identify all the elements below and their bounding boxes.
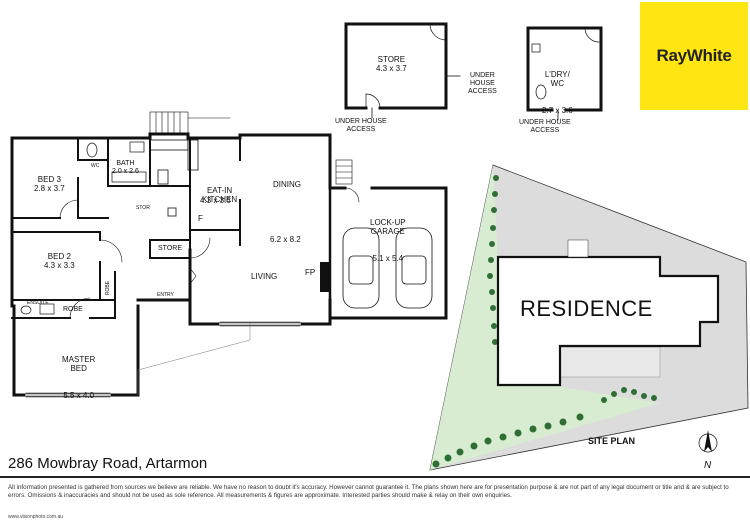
garage-size: 5.1 x 5.4 [372, 254, 404, 263]
living-size: 6.2 x 8.2 [270, 235, 301, 244]
under-house-access-3: UNDER HOUSE ACCESS [519, 119, 571, 134]
site-plan [429, 164, 749, 471]
laundry-name: L'DRY/ WC [544, 70, 570, 88]
under-house-access-2: UNDER HOUSE ACCESS [335, 118, 387, 133]
bath-size: 2.0 x 2.6 [112, 168, 139, 175]
photographer-credit: www.visionphoto.com.au [8, 514, 64, 520]
bed3-size: 2.8 x 3.7 [34, 184, 65, 193]
windows [25, 321, 301, 398]
laundry-label: L'DRY/ WC 2.7 x 3.6 [542, 52, 573, 124]
store-mid-label: STORE [158, 245, 182, 252]
store-top-size: 4.3 x 3.7 [376, 64, 407, 73]
fireplace-label: FP [305, 268, 316, 277]
fireplace [320, 262, 329, 292]
robe-label: ROBE [63, 306, 83, 313]
back-stairs [149, 111, 231, 135]
laundry-outbuilding [526, 26, 603, 121]
ensuite-label: ENSUITE [27, 300, 49, 306]
car-right [395, 227, 433, 309]
garage-label: LOCK-UP GARAGE 5.1 x 5.4 [370, 200, 406, 272]
kitchen-label: EAT-IN KITCHEN [202, 168, 237, 213]
kitchen-bench [149, 139, 199, 217]
bed2-name: BED 2 [47, 252, 71, 261]
master-bed-size: 5.5 x 4.0 [63, 391, 95, 400]
living-label: LIVING [251, 272, 278, 281]
house-walls [10, 132, 448, 397]
property-address: 286 Mowbray Road, Artarmon [8, 455, 208, 472]
logo-text: RayWhite [656, 46, 732, 65]
bed2-label: BED 2 4.3 x 3.3 [44, 252, 75, 270]
driveway [559, 346, 661, 378]
under-house-access-1: UNDER HOUSE ACCESS [468, 72, 497, 95]
garage-name: LOCK-UP GARAGE [370, 218, 406, 236]
bed2-size: 4.3 x 3.3 [44, 261, 75, 270]
fridge-label: F [198, 214, 203, 223]
store-top-name: STORE [377, 55, 406, 64]
dining-label: DINING [273, 180, 301, 189]
raywhite-logo: RayWhite [640, 2, 748, 110]
site-plan-title: SITE PLAN [588, 436, 636, 446]
residence-label: RESIDENCE [520, 296, 653, 321]
side-stairs [335, 159, 353, 185]
hedge-trees [432, 175, 657, 468]
wc-label: WC [91, 163, 100, 169]
residence-stairs [567, 239, 589, 258]
car-left [342, 227, 380, 309]
stor-label: STOR [136, 205, 150, 211]
robe-vertical-label: ROBE [105, 280, 112, 296]
disclaimer-text: All information presented is gathered fr… [8, 484, 729, 499]
laundry-size: 2.7 x 3.6 [542, 106, 573, 115]
store-outbuilding [344, 22, 461, 119]
master-bed-label: MASTER BED 5.5 x 4.0 [62, 337, 95, 409]
bath-fixtures [20, 141, 147, 315]
kitchen-name: EAT-IN KITCHEN [202, 186, 238, 204]
residence-footprint [496, 255, 720, 387]
bath-label: BATH 2.0 x 2.6 [112, 160, 139, 176]
divider-line [0, 476, 750, 478]
front-path [137, 323, 251, 396]
bed3-label: BED 3 2.8 x 3.7 [34, 175, 65, 193]
front-lawn [430, 165, 660, 470]
north-arrow [698, 430, 718, 453]
store-top-label: STORE 4.3 x 3.7 [376, 55, 407, 73]
kitchen-size: 4.3 x 3.6 [200, 196, 231, 205]
bed3-name: BED 3 [37, 175, 61, 184]
north-label: N [704, 460, 712, 471]
bath-name: BATH [116, 160, 135, 167]
master-bed-name: MASTER BED [62, 355, 96, 373]
interior-walls [11, 137, 241, 319]
door-swings [59, 187, 360, 319]
entry-label: ENTRY [157, 292, 174, 298]
